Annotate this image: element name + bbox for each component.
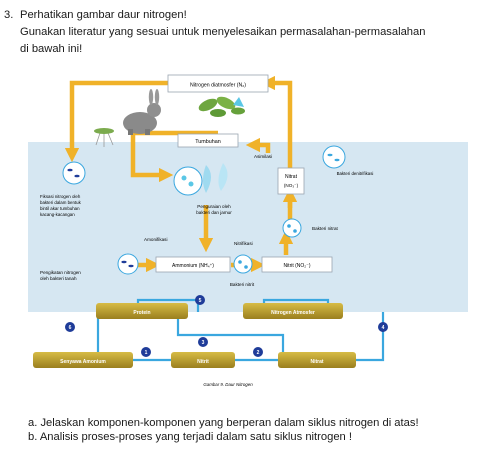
- plant-illustration: [198, 96, 245, 117]
- step-badge-6: 6: [65, 322, 75, 332]
- atm-nitrogen-label: Nitrogen Atmosfer: [271, 310, 315, 316]
- nitrate-box: [277, 167, 305, 195]
- fixation-text-2: bakteri dalam bentuk: [40, 200, 82, 205]
- step-badge-1: 1: [141, 347, 151, 357]
- soil-layer: [28, 142, 468, 312]
- ammonification-label: Amonifikasi: [144, 237, 168, 242]
- soil-fixing-text-1: Pengikatan nitrogen: [40, 270, 81, 275]
- ammonium-compound-label: Senyawa Amonium: [60, 359, 106, 365]
- step-badge-2: 2: [253, 347, 263, 357]
- atm-nitrogen-bar: Nitrogen Atmosfer: [243, 303, 343, 319]
- nitrite-bacteria-label: Bakteri nitrit: [230, 282, 255, 287]
- decomposer-text-1: Penguraian oleh: [197, 204, 231, 209]
- nitrate-bacteria-label: Bakteri nitrat: [312, 226, 339, 231]
- fixation-text-4: kacang-kacangan: [40, 212, 75, 217]
- svg-text:3: 3: [202, 340, 205, 346]
- figure-caption: Gambar 9. Daur Nitrogen: [203, 382, 253, 387]
- ammonium-label: Ammonium (NH₄⁺): [172, 263, 214, 269]
- ammonium-compound-bar: Senyawa Amonium: [33, 352, 133, 368]
- task-a: a. Jelaskan komponen-komponen yang berpe…: [28, 417, 419, 429]
- soil-fixing-text-2: oleh bakteri tanah: [40, 276, 77, 281]
- question-line-1: Perhatikan gambar daur nitrogen!: [20, 9, 187, 21]
- nitrate-box-label: Nitrat: [285, 174, 298, 180]
- svg-text:1: 1: [145, 350, 148, 356]
- denitrifying-bacteria-icon: [322, 145, 346, 169]
- svg-text:4: 4: [382, 325, 385, 331]
- nitrogen-air-box: [167, 74, 269, 93]
- protein-bar: Protein: [96, 303, 188, 319]
- fixation-text-3: bintil akar tumbuhan: [40, 206, 80, 211]
- question-number: 3.: [4, 9, 14, 21]
- svg-text:5: 5: [199, 298, 202, 304]
- denitrifying-label: Bakteri denitrifikasi: [337, 171, 374, 176]
- fixation-text-1: Fiksasi nitrogen oleh: [40, 194, 81, 199]
- fixation-arrow: [69, 80, 168, 140]
- fixation-bacteria-icon: [62, 161, 86, 185]
- decomposer-icon: [173, 166, 203, 196]
- svg-text:2: 2: [257, 350, 260, 356]
- nitrite-bacteria-icon: [233, 254, 253, 274]
- svg-text:6: 6: [69, 325, 72, 331]
- nitrogen-cycle-figure: Nitrogen diatmosfer (N₂) Tumbuhan Asimil…: [28, 65, 468, 395]
- nitrate-bar: Nitrat: [278, 352, 356, 368]
- nitrite-bar-label: Nitrit: [197, 359, 209, 365]
- nitrate-bacteria-icon: [282, 218, 302, 238]
- plant-label: Tumbuhan: [195, 139, 221, 145]
- decomposition-arrow: [130, 130, 218, 183]
- question-line-3: di bawah ini!: [20, 43, 83, 55]
- nitrite-label: Nitrit (NO₂⁻): [283, 263, 310, 269]
- nitrite-bar: Nitrit: [171, 352, 235, 368]
- assimilation-arrow: [245, 137, 271, 153]
- nitrate-formula: (NO₃⁻): [284, 183, 299, 188]
- question-line-2: Gunakan literatur yang sesuai untuk meny…: [20, 26, 426, 38]
- soil-bacteria-icon: [117, 253, 139, 275]
- nitrogen-air-label: Nitrogen diatmosfer (N₂): [190, 83, 246, 89]
- ammonium-box: [155, 256, 231, 273]
- nitrification-label: Nitrifikasi: [234, 241, 253, 246]
- rabbit-illustration: [123, 89, 161, 135]
- step-badge-3: 3: [198, 337, 208, 347]
- step-badge-4: 4: [378, 322, 388, 332]
- nitrite-box: [261, 256, 333, 273]
- step-badge-5: 5: [195, 295, 205, 305]
- assimilation-label: Asimilasi: [254, 154, 272, 159]
- decomposer-text-2: bakteri dan jamur: [196, 210, 232, 215]
- nitrate-bar-label: Nitrat: [310, 359, 323, 365]
- protein-label: Protein: [133, 310, 150, 316]
- task-b: b. Analisis proses-proses yang terjadi d…: [28, 431, 352, 443]
